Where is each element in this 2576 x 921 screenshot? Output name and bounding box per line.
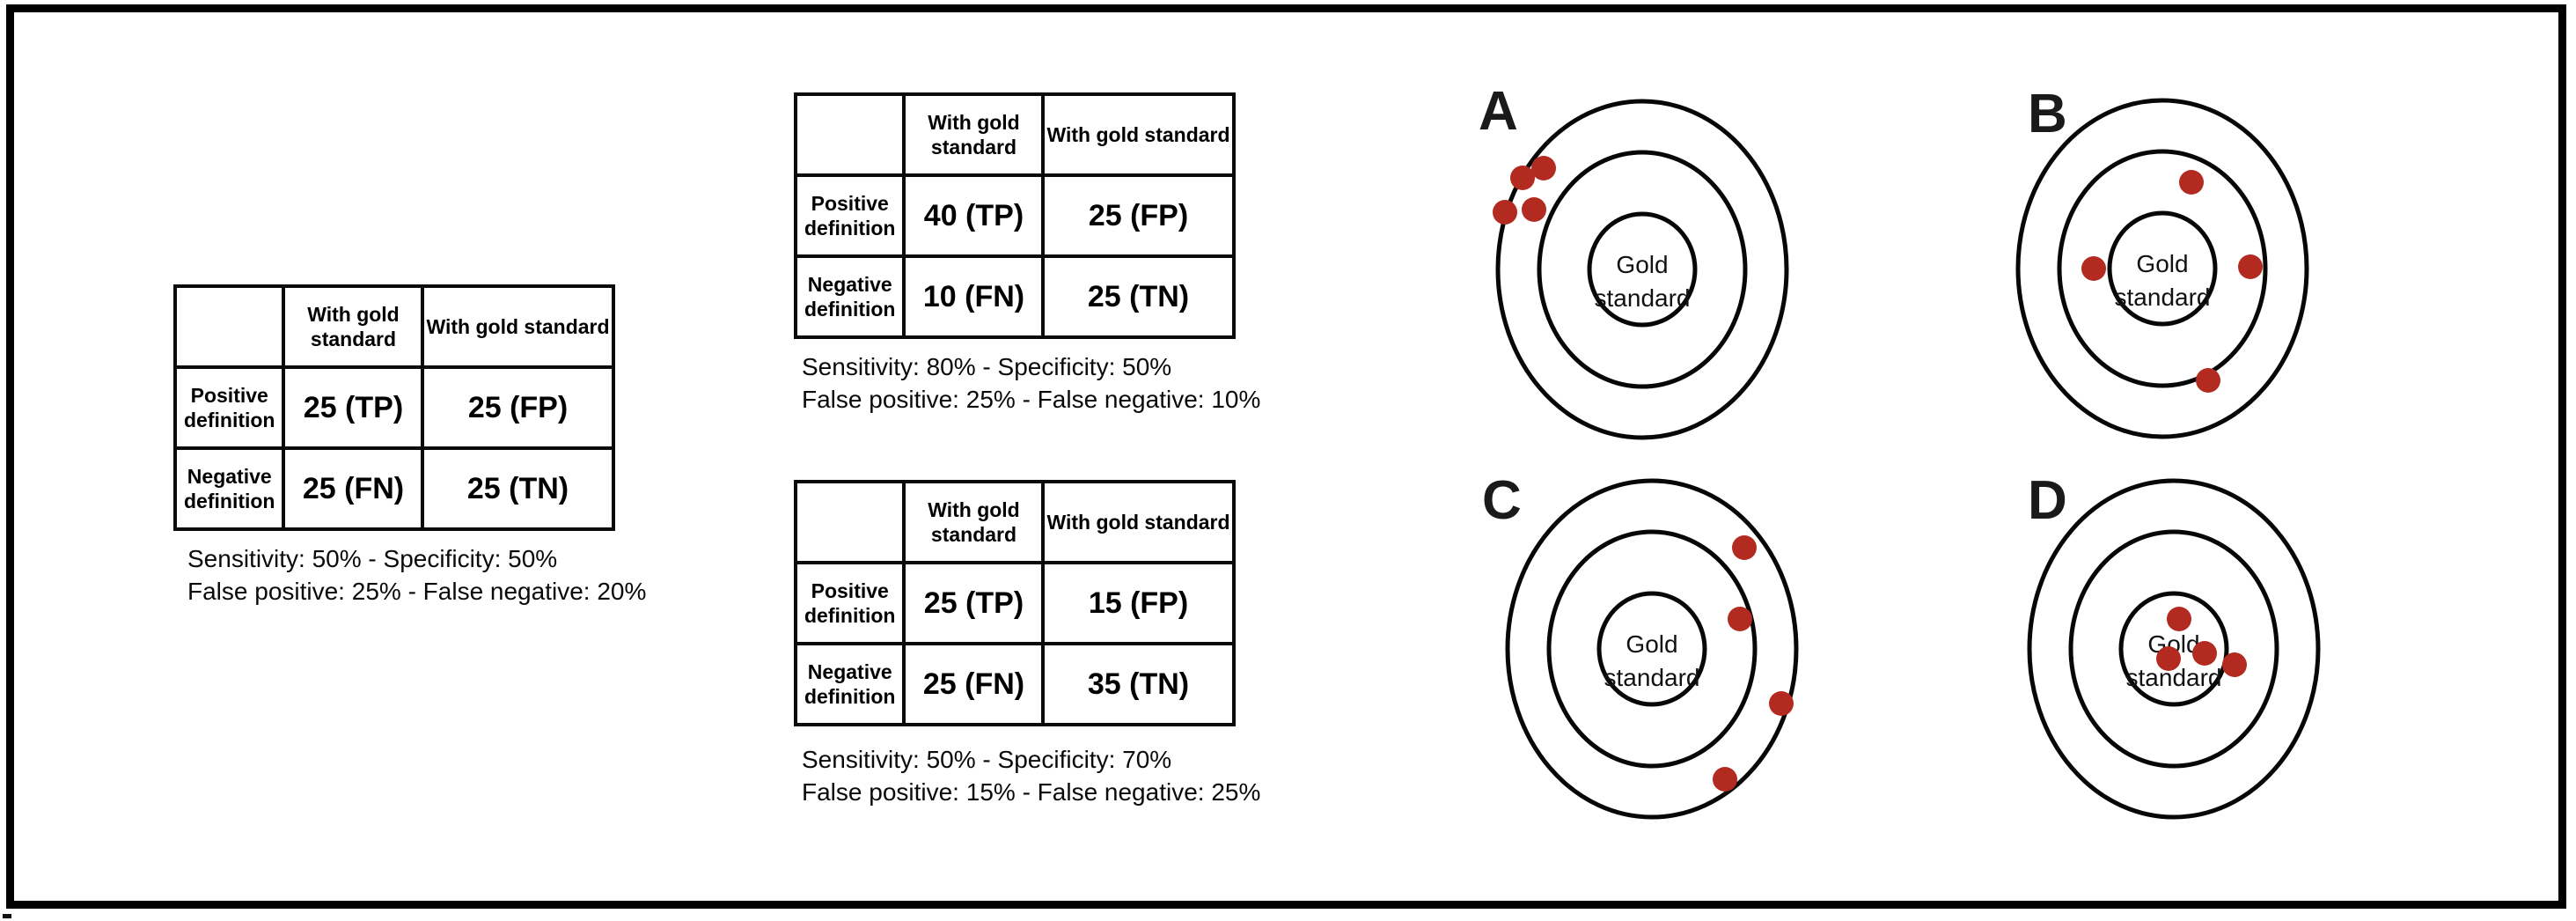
target-d-outer-ring — [2027, 478, 2321, 820]
figure-border — [6, 4, 2566, 909]
target-d-inner-ring — [2118, 591, 2229, 707]
table1-caption-line2: False positive: 25% - False negative: 20… — [187, 578, 647, 605]
target-c-center-text: standard — [1604, 664, 1700, 691]
table2-caption: Sensitivity: 80% - Specificity: 50% Fals… — [802, 350, 1260, 416]
target-c-label: C — [1482, 470, 1522, 531]
target-d-label: D — [2028, 470, 2067, 531]
result-dot — [2156, 646, 2181, 671]
target-a-diagram: Gold standard — [1493, 99, 1789, 440]
table2-caption-line2: False positive: 25% - False negative: 10… — [802, 386, 1261, 413]
target-b-outer-ring — [2015, 98, 2309, 439]
table3-tp-cell: 25 (TP) — [902, 561, 1046, 645]
target-b-diagram: Gold standard — [2015, 98, 2309, 439]
result-dot — [1728, 607, 1752, 631]
table3-corner-cell — [793, 480, 906, 564]
table3-tn-cell: 35 (TN) — [1041, 642, 1236, 726]
table2-col-header: With gold standard — [902, 92, 1046, 177]
target-c-inner-ring — [1596, 591, 1707, 707]
table1-fn-cell: 25 (FN) — [282, 446, 425, 531]
target-a-outer-ring — [1495, 99, 1789, 440]
target-c-center-text: Gold — [1626, 630, 1677, 658]
target-a-center-text: Gold — [1616, 251, 1668, 278]
table3-caption-line1: Sensitivity: 50% - Specificity: 70% — [802, 746, 1172, 773]
result-dot — [2192, 641, 2217, 666]
table1-col-header: With gold standard — [421, 284, 615, 369]
target-c-diagram: Gold standard — [1505, 478, 1799, 820]
target-b-center-text: standard — [2115, 284, 2211, 311]
result-dot — [2081, 256, 2106, 281]
result-dot — [1732, 535, 1757, 560]
table3-col-header: With gold standard — [1041, 480, 1236, 564]
target-b-center-text: Gold — [2136, 250, 2188, 277]
target-b-inner-ring — [2107, 210, 2218, 327]
result-dot — [1510, 166, 1535, 190]
target-c-middle-ring — [1546, 529, 1758, 769]
confusion-table-1: With gold standard With gold standard Po… — [172, 284, 615, 531]
result-dot — [2196, 368, 2220, 393]
target-a-inner-ring — [1587, 211, 1698, 328]
target-c-outer-ring — [1505, 478, 1799, 820]
result-dot — [2179, 170, 2204, 195]
table1-corner-cell — [172, 284, 286, 369]
target-a-center-text: standard — [1595, 284, 1691, 312]
table3-col-header: With gold standard — [902, 480, 1046, 564]
confusion-table-2: With gold standard With gold standard Po… — [793, 92, 1236, 339]
table3-row-label: Positive definition — [793, 561, 906, 645]
result-dot — [1522, 197, 1546, 222]
result-dot — [2222, 652, 2247, 677]
table3-row-label: Negative definition — [793, 642, 906, 726]
table3-fp-cell: 15 (FP) — [1041, 561, 1236, 645]
target-a-middle-ring — [1537, 150, 1748, 389]
confusion-table-3: With gold standard With gold standard Po… — [793, 480, 1236, 726]
target-b-middle-ring — [2057, 149, 2268, 388]
table1-caption-line1: Sensitivity: 50% - Specificity: 50% — [187, 545, 558, 572]
table3-caption: Sensitivity: 50% - Specificity: 70% Fals… — [802, 743, 1260, 808]
result-dot — [1769, 691, 1794, 716]
table1-row-label: Negative definition — [172, 446, 286, 531]
table3-caption-line2: False positive: 15% - False negative: 25… — [802, 778, 1261, 806]
result-dot — [2167, 607, 2191, 631]
result-dot — [1493, 200, 1517, 225]
table2-fn-cell: 10 (FN) — [902, 254, 1046, 339]
table1-fp-cell: 25 (FP) — [421, 365, 615, 450]
target-a-label: A — [1479, 81, 1518, 142]
table3-fn-cell: 25 (FN) — [902, 642, 1046, 726]
table2-row-label: Positive definition — [793, 173, 906, 258]
cropped-caption-fragment — [3, 914, 11, 918]
table1-caption: Sensitivity: 50% - Specificity: 50% Fals… — [187, 542, 646, 608]
result-dot — [2238, 254, 2263, 279]
result-dot — [1713, 767, 1737, 792]
table1-row-label: Positive definition — [172, 365, 286, 450]
target-d-diagram: Gold standard — [2027, 478, 2321, 820]
table2-tn-cell: 25 (TN) — [1041, 254, 1236, 339]
table2-fp-cell: 25 (FP) — [1041, 173, 1236, 258]
table1-tn-cell: 25 (TN) — [421, 446, 615, 531]
table2-caption-line1: Sensitivity: 80% - Specificity: 50% — [802, 353, 1172, 380]
target-d-middle-ring — [2068, 529, 2279, 769]
target-b-label: B — [2028, 84, 2067, 144]
table1-tp-cell: 25 (TP) — [282, 365, 425, 450]
table2-row-label: Negative definition — [793, 254, 906, 339]
table1-col-header: With gold standard — [282, 284, 425, 369]
result-dot — [1531, 156, 1556, 181]
table2-tp-cell: 40 (TP) — [902, 173, 1046, 258]
table2-col-header: With gold standard — [1041, 92, 1236, 177]
table2-corner-cell — [793, 92, 906, 177]
